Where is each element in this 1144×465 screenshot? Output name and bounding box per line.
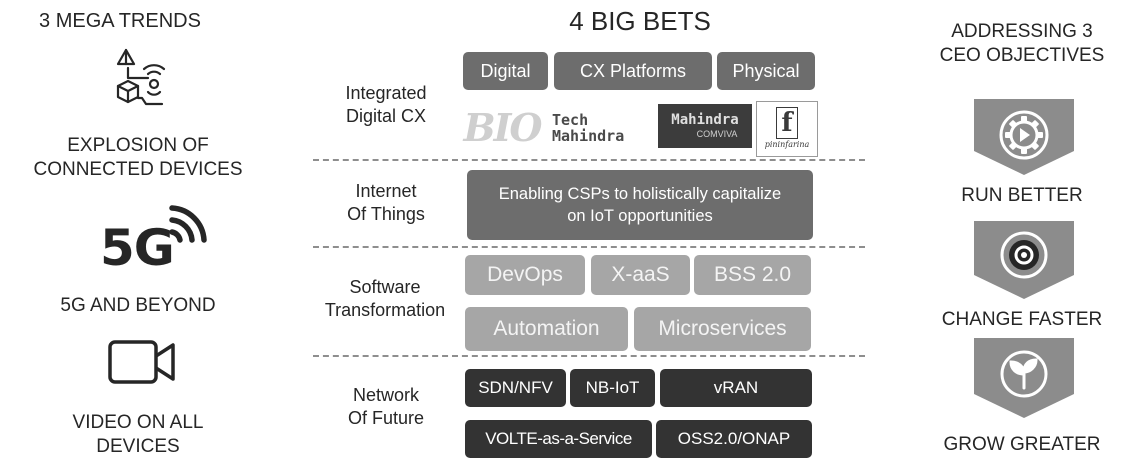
gear-play-icon [999, 110, 1049, 160]
row-label-line: Network [352, 385, 419, 405]
row-label-line: Digital CX [345, 106, 427, 126]
tech-mahindra-logo-line: Tech [552, 110, 589, 129]
bet-box-bss: BSS 2.0 [694, 255, 811, 295]
pininfarina-logo-line: pininfarina [764, 140, 810, 149]
video-camera-icon [107, 339, 179, 385]
row-label-line: Integrated [345, 83, 427, 103]
mahindra-comviva-logo-line: COMVIVA [696, 129, 738, 139]
bet-box-automation: Automation [465, 307, 628, 351]
bet-box-iot: Enabling CSPs to holistically capitalize… [467, 170, 813, 240]
connected-devices-icon [104, 46, 166, 118]
bet-box-iot-line: on IoT opportunities [567, 207, 713, 225]
trend-label-line: EXPLOSION OF [67, 135, 209, 156]
row-label-integrated-digital-cx: Integrated Digital CX [316, 82, 456, 128]
ceo-objectives-title-line: ADDRESSING 3 [951, 21, 1093, 42]
run-better-shield [972, 97, 1076, 177]
row-label-internet-of-things: Internet Of Things [316, 180, 456, 226]
row-label-network-of-future: Network Of Future [316, 384, 456, 430]
bio-logo-text: BIO [463, 104, 543, 150]
trend-label-line: DEVICES [96, 436, 180, 457]
bet-box-vran: vRAN [660, 369, 812, 407]
ceo-objectives-title: ADDRESSING 3 CEO OBJECTIVES [900, 20, 1144, 68]
tech-mahindra-logo: Tech Mahindra [552, 108, 656, 148]
bet-box-iot-line: Enabling CSPs to holistically capitalize [498, 185, 782, 203]
bet-box-cx-platforms: CX Platforms [554, 52, 712, 90]
row-label-line: Of Future [347, 408, 425, 428]
tech-mahindra-logo-line: Mahindra [552, 126, 625, 145]
grow-greater-shield [972, 336, 1076, 420]
row-label-line: Transformation [324, 300, 446, 320]
objective-label-grow-greater: GROW GREATER [943, 434, 1101, 455]
mahindra-comviva-logo-line: Mahindra [671, 112, 739, 128]
bet-box-oss: OSS2.0/ONAP [656, 420, 812, 458]
bet-box-x-aas: X-aaS [591, 255, 690, 295]
pininfarina-logo-line: f [776, 107, 798, 139]
objective-label-run-better: RUN BETTER [961, 185, 1083, 206]
pininfarina-logo: f pininfarina [756, 101, 818, 157]
row-label-line: Of Things [347, 204, 425, 224]
trend-label-video: VIDEO ON ALL DEVICES [0, 411, 276, 459]
bet-box-digital: Digital [463, 52, 548, 90]
bet-box-physical: Physical [717, 52, 815, 90]
change-faster-shield [972, 219, 1076, 301]
bio-logo: BIO [463, 104, 543, 150]
row-label-line: Internet [355, 181, 417, 201]
row-label-line: Software [349, 277, 421, 297]
trend-label-line: VIDEO ON ALL [72, 412, 204, 433]
ceo-objectives-title-line: CEO OBJECTIVES [939, 45, 1105, 66]
row-divider [313, 355, 865, 357]
bet-box-volte: VOLTE-as-a-Service [465, 420, 652, 458]
bet-box-nb-iot: NB-IoT [570, 369, 655, 407]
sprout-icon [1000, 350, 1048, 398]
big-bets-title: 4 BIG BETS [569, 6, 711, 36]
trend-label-line: CONNECTED DEVICES [33, 159, 243, 180]
row-label-software-transformation: Software Transformation [310, 276, 460, 322]
mega-trends-title: 3 MEGA TRENDS [39, 10, 201, 32]
row-divider [313, 159, 865, 161]
trend-label-connected: EXPLOSION OF CONNECTED DEVICES [0, 134, 276, 182]
bet-box-sdn-nfv: SDN/NFV [465, 369, 566, 407]
5g-badge: 5G [100, 219, 175, 277]
bet-box-devops: DevOps [465, 255, 585, 295]
mahindra-comviva-logo: Mahindra COMVIVA [658, 104, 752, 148]
trend-label-5g: 5G AND BEYOND [60, 295, 216, 316]
bet-box-microservices: Microservices [634, 307, 811, 351]
row-divider [313, 246, 865, 248]
5g-signal-icon: 5G [100, 192, 220, 278]
objective-label-change-faster: CHANGE FASTER [941, 309, 1103, 330]
target-icon [1000, 231, 1048, 279]
